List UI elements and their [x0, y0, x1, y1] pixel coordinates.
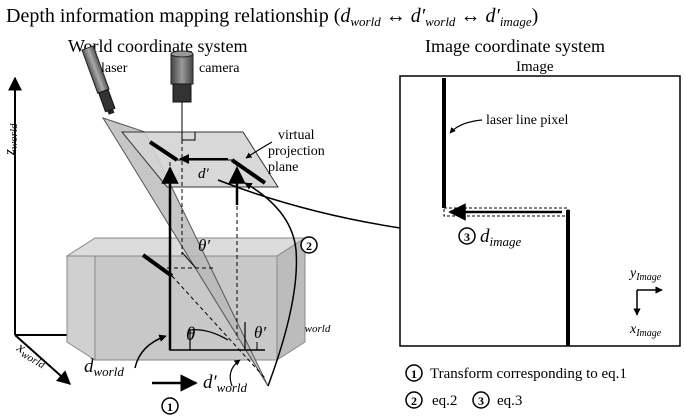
axis-z-world-label: zworld [2, 123, 20, 156]
theta-prime-bottom-label: θ′ [254, 323, 266, 342]
camera-label: camera [199, 61, 240, 76]
plane-label-line2: projection [268, 144, 325, 159]
laser-line-on-object [141, 253, 266, 379]
circle-number-2: 2 [300, 236, 318, 254]
plane-label-line1: virtual [278, 128, 315, 143]
d-world-pointer [134, 334, 167, 369]
plane-label-line3: plane [268, 160, 298, 175]
depth-bracket [169, 290, 265, 351]
image-axis-y-label: yImage [628, 266, 662, 283]
svg-text:1: 1 [411, 367, 417, 381]
world-coordinate-heading: World coordinate system [68, 36, 248, 56]
circle-number-3: 3 [458, 227, 476, 245]
laser-beam [101, 117, 269, 387]
camera-device [170, 50, 194, 103]
d-prime-world-pointer [229, 359, 241, 387]
theta-label: θ [186, 324, 195, 345]
legend-item-1: 1 Transform corresponding to eq.1 [405, 364, 627, 382]
plane-label-pointer [245, 141, 273, 159]
image-frame [399, 75, 681, 347]
theta-prime-top-label: θ′ [198, 236, 210, 255]
diagram-title: Depth information mapping relationship (… [6, 5, 538, 29]
image-axis-x-label: xImage [629, 322, 662, 339]
plane-right-angle-mark [181, 132, 196, 141]
laser-device [81, 45, 116, 115]
laser-pixel-pointer [449, 119, 483, 134]
d-prime-world-label: d′world [203, 372, 247, 395]
image-coordinate-heading: Image coordinate system [425, 36, 605, 56]
image-axes [633, 286, 663, 316]
legend-item-3: 3 eq.3 [472, 391, 522, 409]
image-box-title: Image [516, 59, 554, 75]
svg-text:3: 3 [478, 394, 484, 408]
d-image-label: dimage [480, 226, 522, 249]
svg-text:Transform corresponding to eq.: Transform corresponding to eq.1 [430, 366, 627, 382]
svg-text:1: 1 [167, 400, 173, 414]
svg-text:3: 3 [464, 230, 470, 244]
circle-number-1: 1 [161, 397, 179, 415]
svg-text:2: 2 [306, 239, 312, 253]
laser-label: laser [101, 61, 128, 76]
legend-item-2: 2 eq.2 [405, 391, 457, 409]
laser-line-pixel-label: laser line pixel [486, 113, 569, 128]
theta-prime-top-arc [181, 251, 197, 269]
d-prime-label: d′ [198, 166, 210, 182]
svg-text:eq.3: eq.3 [497, 393, 522, 409]
d-world-label: dworld [84, 356, 124, 379]
svg-text:2: 2 [411, 394, 417, 408]
svg-text:eq.2: eq.2 [432, 393, 457, 409]
image-laser-line [442, 78, 570, 346]
axis-x-world-label: xworld [12, 339, 50, 372]
transform-curve-2 [244, 182, 298, 387]
